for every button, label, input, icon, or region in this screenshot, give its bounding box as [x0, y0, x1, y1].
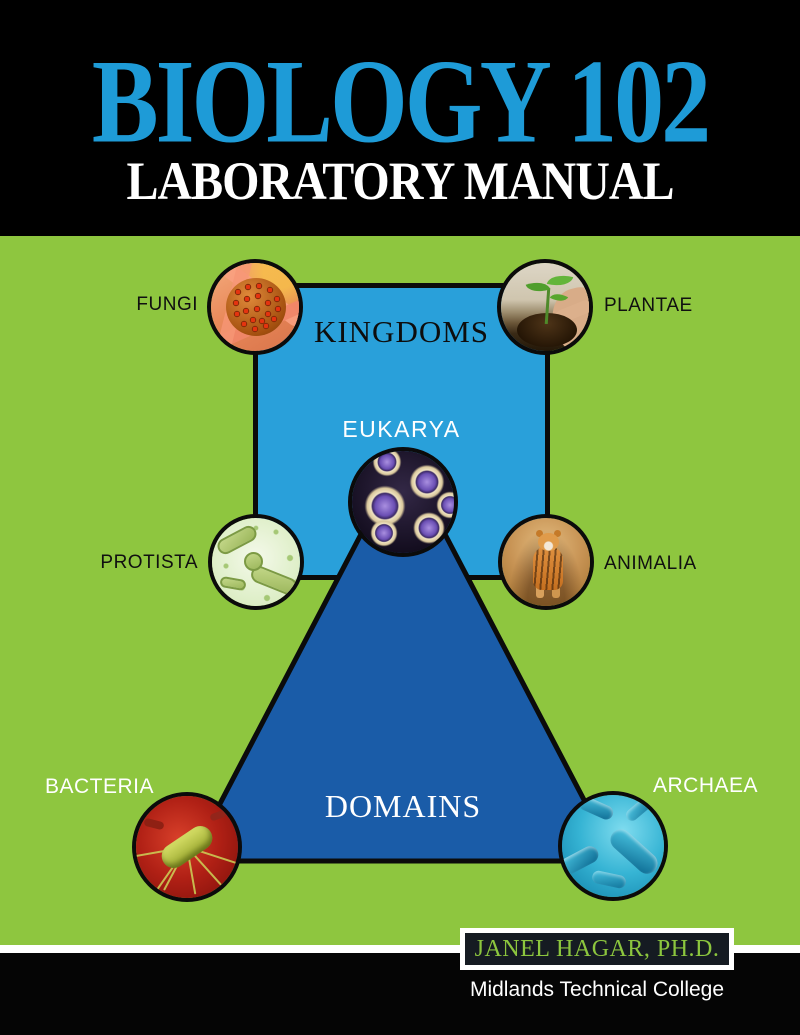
domains-label: DOMAINS	[324, 788, 482, 824]
tiger-leg	[552, 584, 560, 598]
animalia-label: ANIMALIA	[604, 553, 697, 574]
book-subtitle: LABORATORY MANUAL	[126, 151, 674, 212]
eukaryotic-cell	[366, 515, 402, 551]
divider-stripe	[0, 945, 800, 953]
plantae-label: PLANTAE	[604, 295, 693, 316]
protista-label: PROTISTA	[100, 552, 198, 573]
archaea-image	[558, 791, 668, 901]
tiger-head	[538, 533, 559, 551]
title-band: BIOLOGY 102 LABORATORY MANUAL	[0, 0, 800, 236]
bacteria-label: BACTERIA	[45, 775, 155, 798]
author-name: JANEL HAGAR, PH.D.	[474, 936, 720, 962]
diagram-field: KINGDOMS EUKARYA DOMAINS	[0, 236, 800, 945]
protista-image	[208, 514, 304, 610]
plantae-image	[497, 259, 593, 355]
book-title: BIOLOGY 102	[91, 34, 711, 169]
tiger-ear	[536, 530, 543, 537]
tiger-leg	[536, 584, 544, 598]
eukaryotic-cell	[432, 487, 454, 523]
institution-name: Midlands Technical College	[469, 978, 725, 1001]
eukarya-image	[348, 447, 458, 557]
fungi-image	[207, 259, 303, 355]
author-box: JANEL HAGAR, PH.D.	[460, 928, 734, 970]
tiger-ear	[554, 530, 561, 537]
archaea-label: ARCHAEA	[653, 774, 759, 797]
fungi-label: FUNGI	[136, 294, 198, 315]
domains-triangle	[185, 448, 621, 864]
protist-cell	[244, 552, 263, 571]
eukaryotic-cell	[368, 451, 406, 481]
eukarya-label: EUKARYA	[342, 416, 461, 442]
kingdoms-label: KINGDOMS	[313, 314, 490, 349]
bacteria-image	[132, 792, 242, 902]
tiger-body	[533, 546, 563, 590]
spore-head	[226, 278, 286, 336]
animalia-image	[498, 514, 594, 610]
